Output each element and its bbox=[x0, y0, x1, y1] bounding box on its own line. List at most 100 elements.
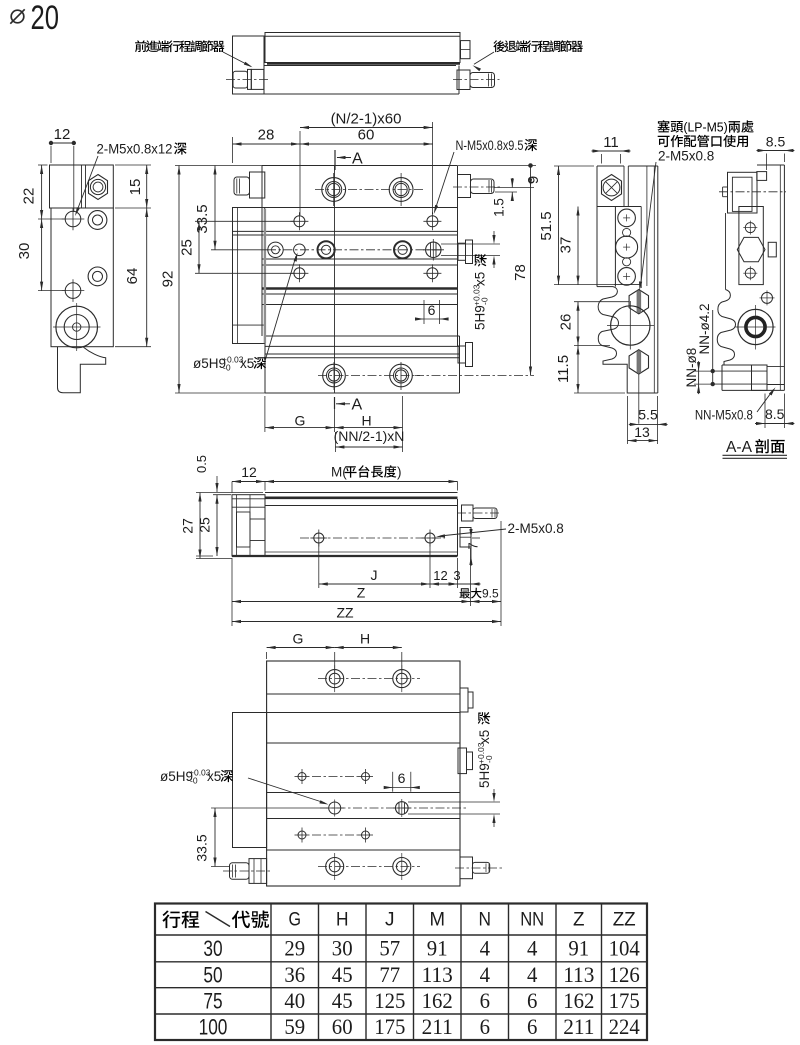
svg-text:N-M5x0.8x9.5: N-M5x0.8x9.5 bbox=[456, 138, 524, 153]
svg-text:28: 28 bbox=[258, 127, 275, 144]
svg-text:H: H bbox=[336, 910, 349, 931]
svg-text:45: 45 bbox=[332, 988, 353, 1013]
svg-text:M(: M( bbox=[331, 465, 347, 480]
svg-text:(N/2-1)x60: (N/2-1)x60 bbox=[331, 111, 402, 128]
svg-text:15: 15 bbox=[127, 179, 144, 196]
svg-text:-0: -0 bbox=[480, 297, 490, 305]
svg-text:12: 12 bbox=[433, 568, 447, 583]
svg-text:175: 175 bbox=[374, 1014, 405, 1039]
svg-text:NN: NN bbox=[520, 910, 544, 931]
svg-text:162: 162 bbox=[563, 988, 594, 1013]
svg-text:64: 64 bbox=[124, 268, 141, 285]
svg-text:125: 125 bbox=[374, 988, 405, 1013]
svg-text:+0.03: +0.03 bbox=[472, 284, 482, 306]
svg-text:ø5H9: ø5H9 bbox=[160, 769, 193, 784]
svg-text:36: 36 bbox=[284, 962, 305, 987]
svg-text:2-M5x0.8: 2-M5x0.8 bbox=[508, 521, 564, 536]
svg-text:J: J bbox=[385, 910, 395, 931]
svg-text:33.5: 33.5 bbox=[194, 834, 210, 861]
svg-text:22: 22 bbox=[21, 188, 38, 205]
svg-text:H: H bbox=[360, 631, 370, 647]
svg-text:A: A bbox=[352, 151, 363, 168]
svg-text:30: 30 bbox=[16, 243, 33, 260]
svg-text:H: H bbox=[361, 413, 371, 429]
svg-text:3: 3 bbox=[453, 568, 460, 583]
svg-text:92: 92 bbox=[160, 271, 177, 288]
svg-text:(LP-M5): (LP-M5) bbox=[683, 120, 727, 135]
svg-text:51.5: 51.5 bbox=[538, 211, 555, 240]
svg-text:M: M bbox=[429, 910, 445, 931]
svg-text:211: 211 bbox=[563, 1014, 594, 1039]
svg-text:59: 59 bbox=[284, 1014, 305, 1039]
svg-text:+0.03: +0.03 bbox=[222, 355, 244, 365]
svg-text:x5: x5 bbox=[473, 272, 488, 286]
svg-text:126: 126 bbox=[609, 962, 640, 987]
svg-text:104: 104 bbox=[609, 936, 640, 961]
svg-text:0.5: 0.5 bbox=[194, 455, 209, 473]
svg-text:75: 75 bbox=[203, 989, 222, 1014]
svg-text:224: 224 bbox=[609, 1014, 640, 1039]
svg-text:ZZ: ZZ bbox=[613, 910, 636, 931]
svg-text:7: 7 bbox=[466, 542, 481, 549]
svg-text:91: 91 bbox=[427, 936, 448, 961]
svg-text:2-M5x0.8: 2-M5x0.8 bbox=[658, 149, 714, 164]
svg-text:-0: -0 bbox=[190, 776, 198, 786]
svg-text:G: G bbox=[293, 631, 304, 647]
svg-text:78: 78 bbox=[512, 264, 529, 281]
svg-text:9.5: 9.5 bbox=[482, 587, 499, 601]
svg-text:A: A bbox=[352, 397, 363, 414]
svg-text:ø5H9: ø5H9 bbox=[193, 356, 226, 371]
svg-text:50: 50 bbox=[203, 963, 222, 988]
svg-text:5H9: 5H9 bbox=[473, 305, 488, 330]
svg-text:A-A: A-A bbox=[726, 439, 753, 456]
svg-text:9: 9 bbox=[525, 176, 542, 184]
svg-text:4: 4 bbox=[527, 962, 537, 987]
svg-text:8.5: 8.5 bbox=[766, 134, 786, 150]
svg-text:26: 26 bbox=[558, 314, 575, 331]
svg-text:211: 211 bbox=[422, 1014, 453, 1039]
svg-text:4: 4 bbox=[480, 936, 490, 961]
svg-text:x5: x5 bbox=[240, 356, 254, 371]
svg-text:5H9: 5H9 bbox=[477, 763, 492, 788]
svg-text:G: G bbox=[289, 910, 302, 931]
svg-text:11: 11 bbox=[603, 134, 619, 151]
svg-text:29: 29 bbox=[284, 936, 305, 961]
svg-text:25: 25 bbox=[179, 239, 196, 256]
svg-text:175: 175 bbox=[609, 988, 640, 1013]
svg-text:(NN/2-1)xN: (NN/2-1)xN bbox=[334, 428, 405, 444]
svg-text:37: 37 bbox=[558, 237, 575, 254]
svg-text:6: 6 bbox=[480, 1014, 490, 1039]
svg-text:2-M5x0.8x12: 2-M5x0.8x12 bbox=[97, 142, 173, 157]
svg-text:ZZ: ZZ bbox=[336, 605, 354, 621]
svg-text:+0.03: +0.03 bbox=[189, 768, 211, 778]
svg-text:162: 162 bbox=[422, 988, 453, 1013]
svg-text:): ) bbox=[397, 465, 402, 480]
svg-text:J: J bbox=[371, 567, 378, 583]
svg-text:4: 4 bbox=[480, 962, 490, 987]
svg-text:+0.03: +0.03 bbox=[476, 742, 486, 764]
svg-text:57: 57 bbox=[379, 936, 400, 961]
svg-text:40: 40 bbox=[284, 988, 305, 1013]
svg-text:60: 60 bbox=[358, 127, 375, 144]
svg-text:45: 45 bbox=[332, 962, 353, 987]
svg-text:NN-ø8: NN-ø8 bbox=[684, 348, 699, 388]
svg-text:113: 113 bbox=[563, 962, 594, 987]
svg-text:1.5: 1.5 bbox=[492, 198, 507, 217]
svg-text:Z: Z bbox=[357, 585, 366, 601]
svg-text:4: 4 bbox=[527, 936, 537, 961]
svg-text:NN-M5x0.8: NN-M5x0.8 bbox=[695, 408, 753, 423]
svg-text:x5: x5 bbox=[207, 769, 221, 784]
svg-text:113: 113 bbox=[422, 962, 453, 987]
svg-text:30: 30 bbox=[203, 936, 222, 961]
svg-text:6: 6 bbox=[480, 988, 490, 1013]
svg-text:-0: -0 bbox=[484, 755, 494, 763]
svg-text:NN-ø4.2: NN-ø4.2 bbox=[697, 303, 712, 354]
svg-text:91: 91 bbox=[568, 936, 589, 961]
svg-text:6: 6 bbox=[398, 770, 406, 786]
svg-text:25: 25 bbox=[197, 517, 213, 533]
svg-text:6: 6 bbox=[428, 302, 436, 318]
svg-text:12: 12 bbox=[241, 464, 257, 480]
svg-text:Z: Z bbox=[573, 910, 585, 931]
svg-text:6: 6 bbox=[527, 988, 537, 1013]
svg-text:77: 77 bbox=[379, 962, 400, 987]
